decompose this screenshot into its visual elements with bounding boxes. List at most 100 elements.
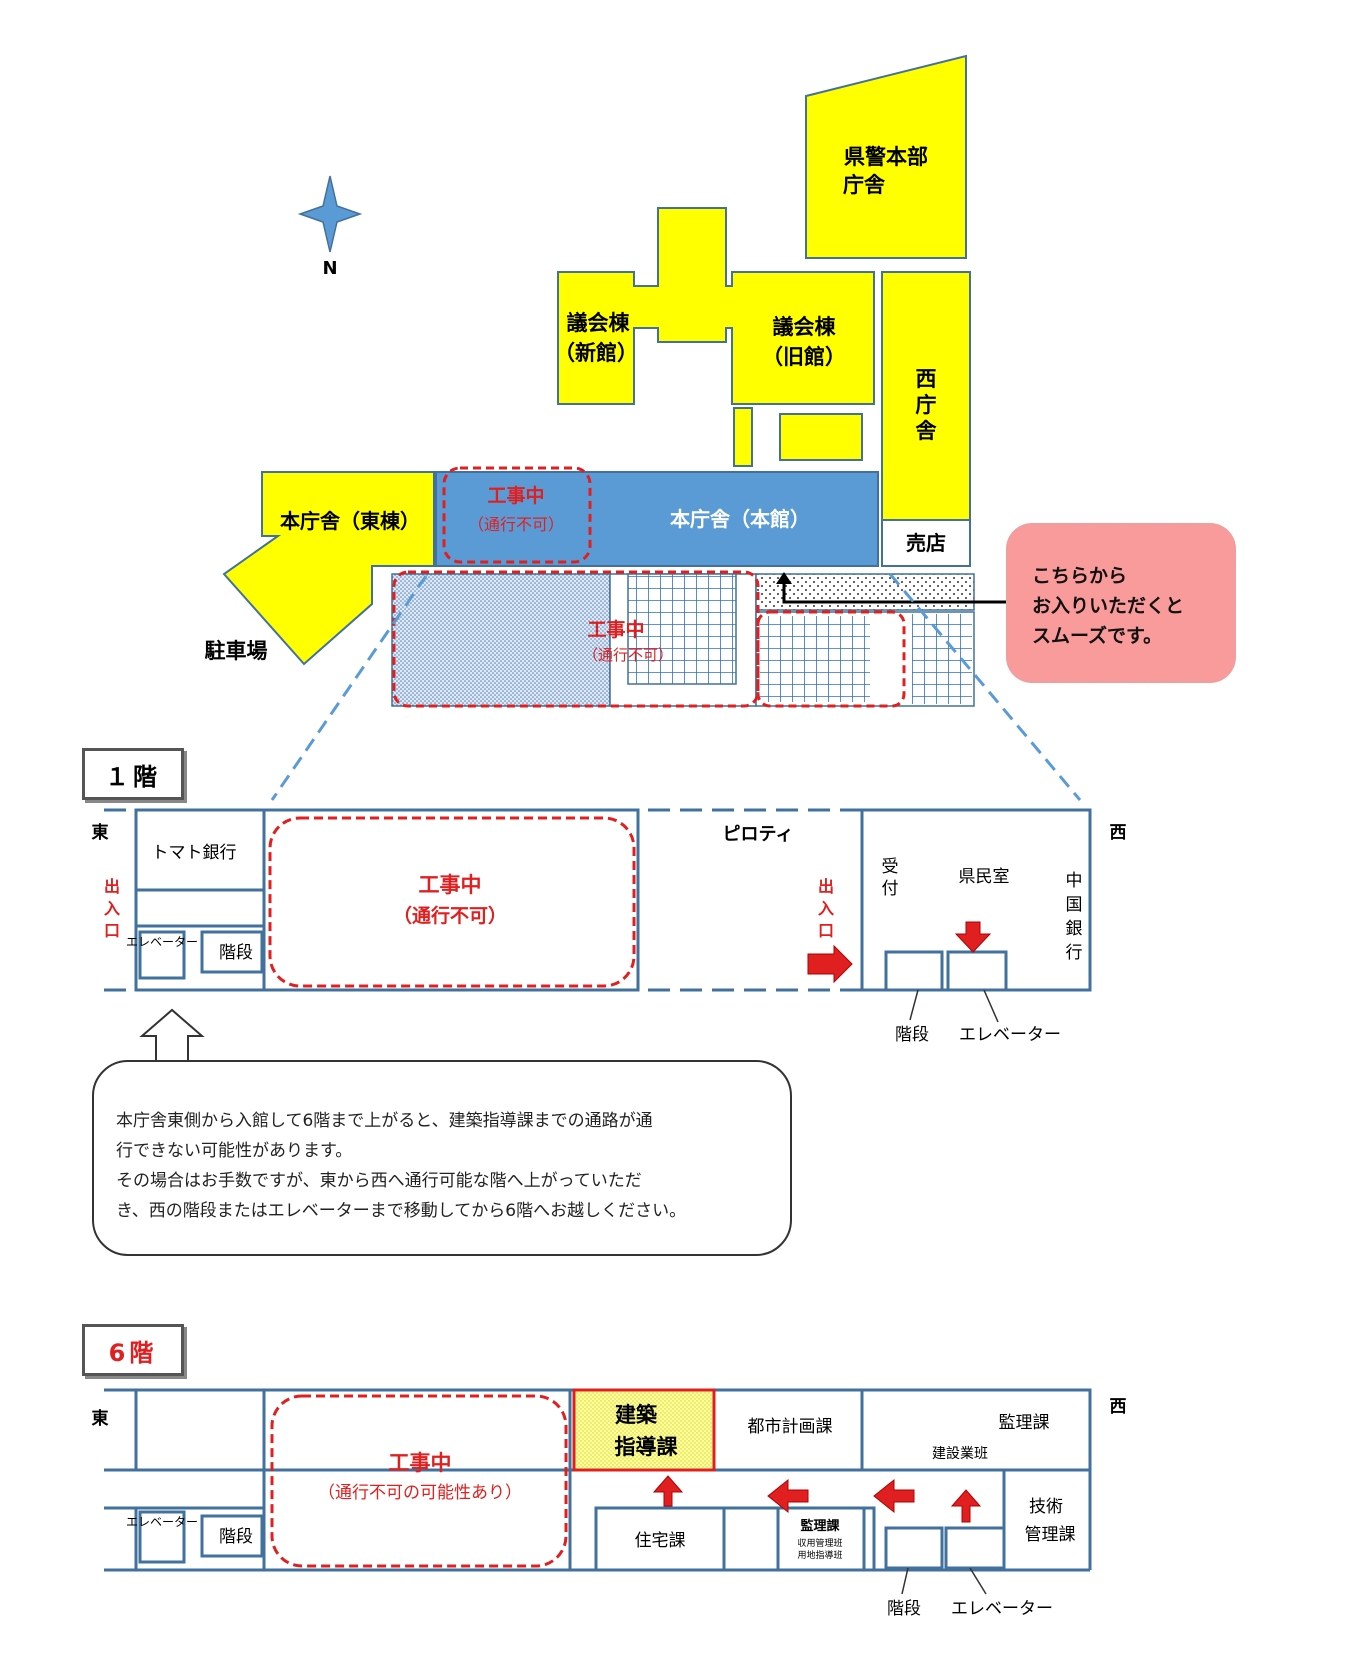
floor6-tag: 6階 xyxy=(82,1324,184,1376)
chugoku-bank-4: 行 xyxy=(1066,943,1083,963)
reception-label-1: 受 xyxy=(882,857,899,877)
floor1-elevator-arrow-icon xyxy=(954,921,992,953)
route-arrow-up-west-icon xyxy=(950,1489,982,1523)
police-hq-label-2: 庁舎 xyxy=(843,173,886,197)
supervision-small-team-1: 収用管理班 xyxy=(797,1537,842,1549)
entry-arrow-icon xyxy=(776,572,1006,604)
west-office-label-2: 庁 xyxy=(916,393,937,417)
floor1-east-label: 東 xyxy=(92,822,109,843)
police-hq-building xyxy=(805,54,967,259)
main-east-label: 本庁舎（東棟） xyxy=(280,509,420,533)
assembly-old-label-2: （旧館） xyxy=(762,345,846,369)
floor6-stairs-label: 階段 xyxy=(219,1527,253,1547)
building-guidance-office xyxy=(572,1388,716,1472)
entrance-west-1: 出 xyxy=(818,877,834,896)
south-grid-area-1 xyxy=(627,573,737,685)
route-arrow-up-target-icon xyxy=(652,1475,684,1507)
note-line-3: その場合はお手数ですが、東から西へ通行可能な階へ上がっていただ xyxy=(116,1171,642,1191)
annex-small-2 xyxy=(779,413,863,461)
building-guidance-label-2: 指導課 xyxy=(615,1435,679,1459)
piloti-label: ピロティ xyxy=(723,824,794,845)
main-east-building xyxy=(222,471,435,666)
tech-management-label-1: 技術 xyxy=(1029,1497,1063,1517)
construction-zone-south-east xyxy=(756,610,906,708)
annex-small-1 xyxy=(733,407,753,467)
south-grid-area-2 xyxy=(760,616,870,702)
supervision-label: 監理課 xyxy=(999,1413,1050,1433)
floor6-stairs-pointer xyxy=(901,1567,909,1595)
zoom-line-left xyxy=(270,575,428,801)
callout-line-2: お入りいただくと xyxy=(1032,595,1185,617)
tech-management-label-2: 管理課 xyxy=(1025,1525,1076,1545)
building-guidance-label-1: 建築 xyxy=(615,1403,658,1427)
entrance-west-2: 入 xyxy=(818,899,834,918)
floor1-tag: １階 xyxy=(82,748,184,800)
construction-south-title: 工事中 xyxy=(587,618,644,641)
up-arrow-icon xyxy=(139,1008,205,1063)
entrance-callout: こちらから お入りいただくと スムーズです。 xyxy=(1006,523,1236,683)
callout-line-3: スムーズです。 xyxy=(1032,625,1163,647)
floor6-construction-title: 工事中 xyxy=(389,1451,452,1475)
floor1-construction-title: 工事中 xyxy=(419,873,482,897)
housing-label: 住宅課 xyxy=(635,1531,686,1551)
construction-south-note: （通行不可） xyxy=(583,646,673,664)
assembly-building xyxy=(557,207,875,405)
floor1-plan xyxy=(104,808,1092,992)
main-main-label: 本庁舎（本館） xyxy=(670,507,810,531)
entrance-west-3: 口 xyxy=(818,921,834,940)
floor6-construction-zone xyxy=(270,1394,568,1568)
west-office-label-1: 西 xyxy=(916,367,937,391)
construction-zone-south xyxy=(392,570,760,708)
west-office-building xyxy=(881,271,971,521)
chugoku-bank-3: 銀 xyxy=(1066,919,1083,939)
construction-zone-top xyxy=(442,466,592,564)
supervision-small-team-2: 用地指導班 xyxy=(797,1549,842,1561)
floor1-elevator-pointer xyxy=(983,989,999,1023)
entrance-east-3: 口 xyxy=(104,921,120,940)
chugoku-bank-1: 中 xyxy=(1066,871,1083,891)
floor1-construction-note: （通行不可） xyxy=(393,904,507,927)
floor6-elevator-pointer xyxy=(969,1567,987,1595)
note-line-4: き、西の階段またはエレベーターまで移動してから6階へお越しください。 xyxy=(116,1201,687,1221)
floor6-stairs-callout: 階段 xyxy=(887,1599,921,1619)
floor1-stairs-pointer xyxy=(909,989,919,1021)
main-building xyxy=(435,471,879,567)
route-note-box: 本庁舎東側から入館して6階まで上がると、建築指導課までの通路が通 行できない可能… xyxy=(92,1060,792,1256)
callout-line-1: こちらから xyxy=(1032,565,1128,587)
compass-north-label: N xyxy=(322,258,337,279)
floor1-construction-zone xyxy=(268,816,636,988)
reception-label-2: 付 xyxy=(882,879,899,899)
city-planning-label: 都市計画課 xyxy=(748,1417,833,1437)
chugoku-bank-2: 国 xyxy=(1066,895,1083,915)
construction-team-label: 建設業班 xyxy=(932,1446,988,1462)
floor1-stairs-label: 階段 xyxy=(219,943,253,963)
route-arrow-left-2-icon xyxy=(767,1478,809,1514)
entrance-east-2: 入 xyxy=(104,899,120,918)
compass-star-icon xyxy=(297,175,363,253)
route-arrow-left-1-icon xyxy=(873,1478,915,1514)
floor1-stairs-callout: 階段 xyxy=(895,1025,929,1045)
assembly-new-label-1: 議会棟 xyxy=(567,311,631,335)
floor6-east-label: 東 xyxy=(92,1408,109,1429)
floor6-elevator-label: エレベーター xyxy=(126,1515,198,1529)
tomato-bank-label: トマト銀行 xyxy=(152,843,237,863)
citizens-room-label: 県民室 xyxy=(959,867,1010,887)
floor1-west-label: 西 xyxy=(1110,823,1127,843)
entrance-east-1: 出 xyxy=(104,877,120,896)
floor6-elevator-callout: エレベーター xyxy=(951,1599,1053,1619)
floor6-construction-note: （通行不可の可能性あり） xyxy=(318,1483,522,1503)
south-entry-strip xyxy=(755,573,975,611)
floor6-plan xyxy=(104,1388,1092,1572)
assembly-old-label-1: 議会棟 xyxy=(773,315,837,339)
construction-top-title: 工事中 xyxy=(487,484,544,507)
south-dotted-area xyxy=(391,573,611,707)
zoom-line-right xyxy=(888,573,1082,801)
entrance-arrow-icon xyxy=(807,944,853,984)
note-line-1: 本庁舎東側から入館して6階まで上がると、建築指導課までの通路が通 xyxy=(116,1111,653,1131)
note-line-2: 行できない可能性があります。 xyxy=(116,1141,353,1161)
floor6-west-label: 西 xyxy=(1110,1397,1127,1417)
shop-box xyxy=(881,519,971,567)
shop-label: 売店 xyxy=(906,531,946,555)
west-office-label-3: 舎 xyxy=(916,419,938,443)
